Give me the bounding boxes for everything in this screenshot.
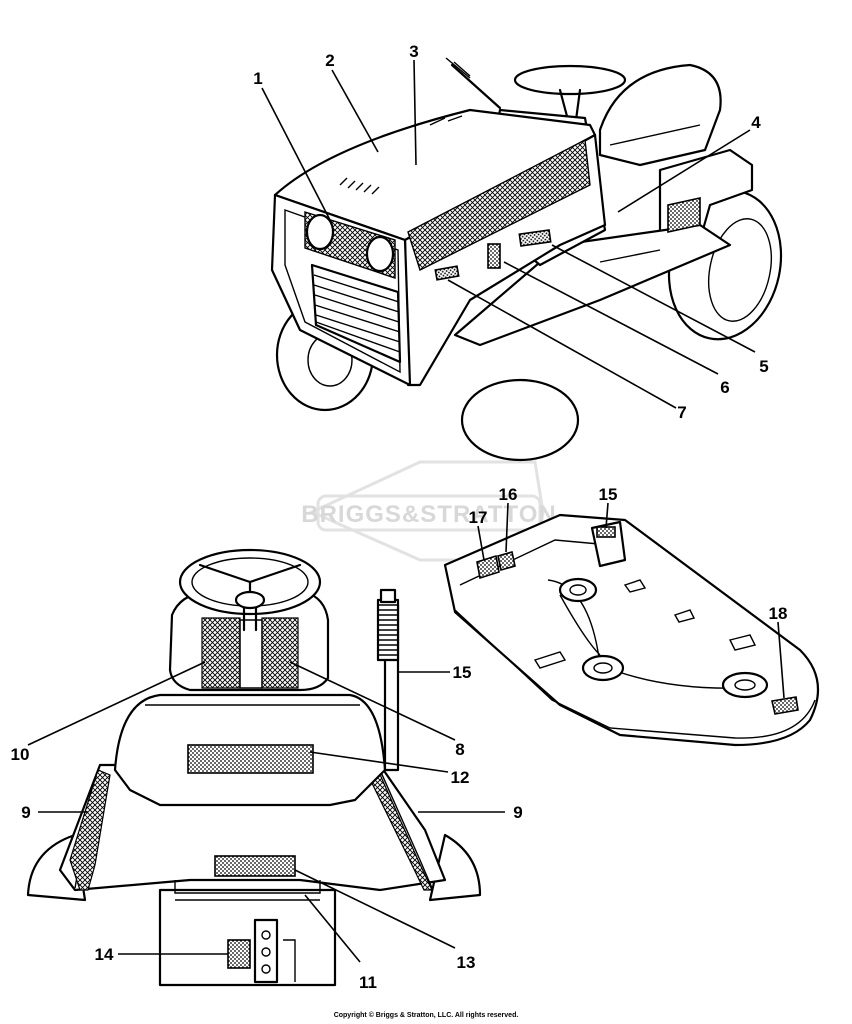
- callouts-deck: 16 15 17 18: [469, 485, 788, 699]
- callout-9-right: 9: [513, 803, 522, 822]
- callout-15: 15: [453, 663, 472, 682]
- callout-13: 13: [457, 953, 476, 972]
- callouts-top: 1 2 3 4 5 6 7: [253, 42, 768, 422]
- watermark-text: BRIGGS&STRATTON: [301, 501, 556, 528]
- callout-2: 2: [325, 51, 334, 70]
- callout-6: 6: [720, 378, 729, 397]
- mower-deck-illustration: [443, 513, 820, 747]
- callout-5: 5: [759, 357, 768, 376]
- callout-17: 16: [499, 485, 518, 504]
- callout-1: 1: [253, 69, 262, 88]
- callout-7: 7: [677, 403, 686, 422]
- callouts-rear: 10 8 12 15 9 9 13 11 14: [11, 661, 523, 992]
- callout-16: 15: [599, 485, 618, 504]
- callout-4: 4: [751, 113, 761, 132]
- callout-12: 12: [451, 768, 470, 787]
- callout-14: 14: [95, 945, 114, 964]
- callout-19: 18: [769, 604, 788, 623]
- rear-view-illustration: [26, 548, 482, 987]
- callout-11: 11: [359, 973, 377, 992]
- callout-9-left: 9: [21, 803, 30, 822]
- tractor-illustration: [270, 57, 783, 462]
- callout-18: 17: [469, 508, 488, 527]
- callout-8: 8: [455, 740, 464, 759]
- callout-10: 10: [11, 745, 30, 764]
- callout-3: 3: [409, 42, 418, 61]
- copyright-notice: Copyright © Briggs & Stratton, LLC. All …: [333, 1012, 519, 1019]
- watermark-logo: BRIGGS&STRATTON: [301, 460, 556, 562]
